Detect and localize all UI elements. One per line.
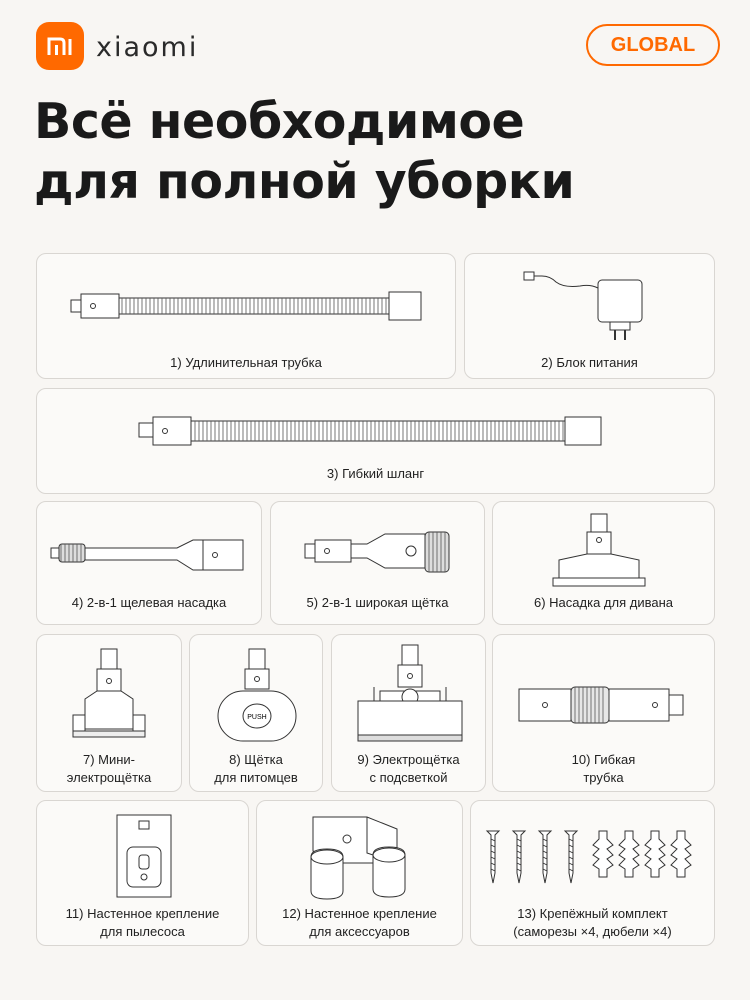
item-card-2[interactable]: 2) Блок питания	[464, 253, 715, 379]
caption-line: 7) Мини-	[82, 752, 136, 767]
header: xiaomi GLOBAL	[36, 22, 720, 72]
item-card-9[interactable]: 9) Электрощётка с подсветкой	[331, 634, 486, 792]
item-card-8[interactable]: PUSH 8) Щётка для питомцев	[189, 634, 323, 792]
caption-line: 11) Настенное крепление	[65, 906, 220, 921]
lit-electric-brush-icon	[350, 641, 470, 745]
item-caption: 2) Блок питания	[541, 355, 638, 370]
caption-line: для аксессуаров	[309, 924, 410, 939]
push-label: PUSH	[247, 714, 266, 721]
item-card-6[interactable]: 6) Насадка для дивана	[492, 501, 715, 625]
caption-line: (саморезы ×4, дюбели ×4)	[513, 924, 672, 939]
item-caption: 7) Мини- электрощётка	[37, 751, 181, 787]
item-card-11[interactable]: 11) Настенное крепление для пылесоса	[36, 800, 249, 946]
item-caption: 6) Насадка для дивана	[534, 595, 673, 610]
extension-tube-icon	[67, 286, 427, 326]
caption-line: 12) Настенное крепление	[282, 906, 437, 921]
item-card-13[interactable]: 13) Крепёжный комплект (саморезы ×4, дюб…	[470, 800, 715, 946]
caption-line: 8) Щётка	[229, 752, 283, 767]
item-card-7[interactable]: 7) Мини- электрощётка	[36, 634, 182, 792]
caption-line: для питомцев	[214, 770, 298, 785]
fastener-kit-icon	[483, 825, 705, 891]
item-card-3[interactable]: 3) Гибкий шланг	[36, 388, 715, 494]
item-card-10[interactable]: 10) Гибкая трубка	[492, 634, 715, 792]
item-caption: 9) Электрощётка с подсветкой	[332, 751, 485, 787]
mini-electric-brush-icon	[65, 645, 155, 741]
global-badge[interactable]: GLOBAL	[586, 24, 720, 66]
brand-name: xiaomi	[96, 32, 199, 63]
caption-line: 10) Гибкая	[571, 752, 636, 767]
item-card-5[interactable]: 5) 2-в-1 широкая щётка	[270, 501, 485, 625]
power-adapter-icon	[520, 262, 650, 340]
caption-line: 9) Электрощётка	[357, 752, 460, 767]
mi-logo-icon	[47, 35, 73, 57]
caption-line: с подсветкой	[369, 770, 448, 785]
item-caption: 11) Настенное крепление для пылесоса	[37, 905, 248, 941]
item-card-4[interactable]: 4) 2-в-1 щелевая насадка	[36, 501, 262, 625]
caption-line: 13) Крепёжный комплект	[517, 906, 668, 921]
title-line-1: Всё необходимое	[34, 93, 525, 150]
caption-line: электрощётка	[66, 770, 152, 785]
item-caption: 5) 2-в-1 широкая щётка	[306, 595, 449, 610]
sofa-nozzle-icon	[549, 510, 659, 590]
flexible-hose-icon	[135, 411, 605, 451]
item-caption: 1) Удлинительная трубка	[170, 355, 322, 370]
item-caption: 10) Гибкая трубка	[493, 751, 714, 787]
item-caption: 12) Настенное крепление для аксессуаров	[257, 905, 462, 941]
flexible-tube-icon	[515, 683, 695, 727]
item-caption: 4) 2-в-1 щелевая насадка	[71, 595, 227, 610]
item-caption: 8) Щётка для питомцев	[190, 751, 322, 787]
pet-brush-icon: PUSH	[212, 645, 302, 745]
accessory-wall-mount-icon	[297, 809, 427, 905]
crevice-tool-icon	[47, 530, 253, 580]
wide-brush-icon	[301, 528, 461, 578]
item-card-12[interactable]: 12) Настенное крепление для аксессуаров	[256, 800, 463, 946]
page-title: Всё необходимое для полной уборки	[34, 92, 575, 212]
item-card-1[interactable]: 1) Удлинительная трубка	[36, 253, 456, 379]
item-caption: 3) Гибкий шланг	[326, 466, 425, 481]
title-line-2: для полной уборки	[34, 153, 575, 210]
item-caption: 13) Крепёжный комплект (саморезы ×4, дюб…	[471, 905, 714, 941]
xiaomi-logo[interactable]	[36, 22, 84, 70]
caption-line: трубка	[583, 770, 624, 785]
caption-line: для пылесоса	[100, 924, 185, 939]
vacuum-wall-mount-icon	[109, 811, 179, 901]
